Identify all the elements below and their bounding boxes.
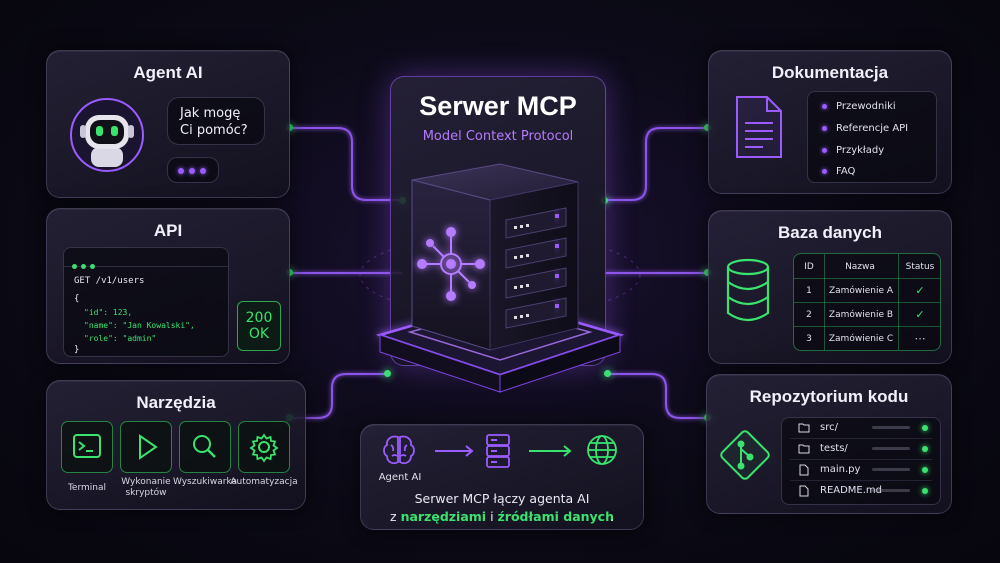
git-icon xyxy=(720,430,770,480)
tools-panel: Narzędzia Terminal Wykonanie skryptów Wy… xyxy=(46,380,306,510)
db-header-name: Nazwa xyxy=(845,262,875,272)
connector-dot xyxy=(704,124,711,131)
status-code: 200 xyxy=(245,310,273,326)
api-panel: API GET /v1/users { "id": 123, "name": "… xyxy=(46,208,290,364)
tool-label-automation: Automatyzacja xyxy=(230,477,298,487)
flow-highlight-sources: źródłami danych xyxy=(497,509,614,524)
repo-item-main[interactable]: main.py xyxy=(790,460,932,481)
tool-terminal[interactable] xyxy=(61,421,113,473)
arrow-right-icon xyxy=(529,445,572,457)
flow-description-line1: Serwer MCP łączy agenta AI xyxy=(414,491,590,506)
flow-agent-label: Agent AI xyxy=(378,472,422,483)
repo-item-tests[interactable]: tests/ xyxy=(790,439,932,460)
server-icon xyxy=(486,434,510,468)
tool-automation[interactable] xyxy=(238,421,290,473)
flow-highlight-tools: narzędziami xyxy=(400,509,487,524)
server-title: Serwer MCP xyxy=(419,91,577,121)
docs-item-api-ref[interactable]: Referencje API xyxy=(822,123,908,134)
docs-item-faq[interactable]: FAQ xyxy=(822,166,855,177)
api-code-window: GET /v1/users { "id": 123, "name": "Jan … xyxy=(63,247,229,357)
db-row2-name: Zamówienie B xyxy=(828,310,894,320)
repo-panel: Repozytorium kodu src/ tests/ main.py RE… xyxy=(706,374,952,514)
database-panel: Baza danych ID Nazwa Status 1 Zamówienie… xyxy=(708,210,952,364)
agent-panel: Agent AI Jak mogę Ci pomóc? xyxy=(46,50,290,198)
server-illustration xyxy=(375,163,625,393)
db-row1-status: ✓ xyxy=(915,284,925,297)
agent-title: Agent AI xyxy=(133,63,203,82)
globe-icon xyxy=(587,435,617,465)
chat-bubble-line2: Ci pomóc? xyxy=(180,123,248,138)
database-icon xyxy=(726,258,770,322)
folder-icon xyxy=(798,444,810,454)
docs-title: Dokumentacja xyxy=(771,63,889,82)
status-badge: 200 OK xyxy=(237,301,281,351)
tools-title: Narzędzia xyxy=(136,393,216,412)
json-line-id: "id": 123, xyxy=(84,308,133,317)
api-request-line: GET /v1/users xyxy=(74,276,145,286)
db-row1-name: Zamówienie A xyxy=(828,286,894,296)
tool-label-search: Wyszukiwarka xyxy=(172,477,238,487)
repo-item-readme[interactable]: README.md xyxy=(790,481,932,501)
document-icon xyxy=(736,96,782,158)
db-row3-name: Zamówienie C xyxy=(828,334,894,344)
flow-description-line2: z narzędziami i źródłami danych. xyxy=(390,509,614,524)
connector-dot xyxy=(604,370,611,377)
db-row3-id: 3 xyxy=(806,334,812,344)
db-row2-status: ✓ xyxy=(915,308,925,321)
brain-icon xyxy=(383,435,415,465)
db-row1-id: 1 xyxy=(806,286,812,296)
api-title: API xyxy=(153,221,183,240)
chat-bubble: Jak mogę Ci pomóc? xyxy=(167,97,265,145)
db-row2-id: 2 xyxy=(806,310,812,320)
search-icon xyxy=(193,435,216,458)
folder-icon xyxy=(798,423,810,433)
window-controls xyxy=(72,254,95,273)
database-title: Baza danych xyxy=(778,223,882,242)
tool-scripts[interactable] xyxy=(120,421,172,473)
play-icon xyxy=(139,434,158,460)
terminal-icon xyxy=(73,434,101,458)
json-line-name: "name": "Jan Kowalski", xyxy=(84,321,195,330)
json-line-role: "role": "admin" xyxy=(84,334,157,343)
tool-label-scripts: Wykonanie skryptów xyxy=(121,477,171,498)
robot-avatar-icon xyxy=(70,98,144,172)
repo-title: Repozytorium kodu xyxy=(749,387,909,406)
db-row3-status: ⋯ xyxy=(914,332,926,345)
docs-item-examples[interactable]: Przykłady xyxy=(822,145,884,156)
json-brace-close: } xyxy=(74,345,80,355)
connector-dot xyxy=(384,370,391,377)
file-icon xyxy=(799,485,809,497)
db-header-id: ID xyxy=(804,262,814,272)
json-brace-open: { xyxy=(74,294,80,304)
typing-indicator xyxy=(167,157,219,183)
docs-list: Przewodniki Referencje API Przykłady FAQ xyxy=(807,91,937,183)
server-subtitle: Model Context Protocol xyxy=(422,129,574,144)
file-icon xyxy=(799,464,809,476)
tool-search[interactable] xyxy=(179,421,231,473)
repo-file-list: src/ tests/ main.py README.md xyxy=(781,417,941,505)
flow-panel: Agent AI Serwer MCP łączy agenta AI z na… xyxy=(360,424,644,530)
status-text: OK xyxy=(248,326,270,342)
gear-icon xyxy=(249,433,279,463)
connector-dot xyxy=(704,269,711,276)
db-header-status: Status xyxy=(905,262,935,272)
arrow-right-icon xyxy=(435,445,474,457)
database-table: ID Nazwa Status 1 Zamówienie A ✓ 2 Zamów… xyxy=(793,253,941,351)
repo-item-src[interactable]: src/ xyxy=(790,418,932,439)
docs-item-guides[interactable]: Przewodniki xyxy=(822,101,896,112)
docs-panel: Dokumentacja Przewodniki Referencje API … xyxy=(708,50,952,194)
tool-label-terminal: Terminal xyxy=(67,483,107,493)
chat-bubble-line1: Jak mogę xyxy=(180,106,241,121)
